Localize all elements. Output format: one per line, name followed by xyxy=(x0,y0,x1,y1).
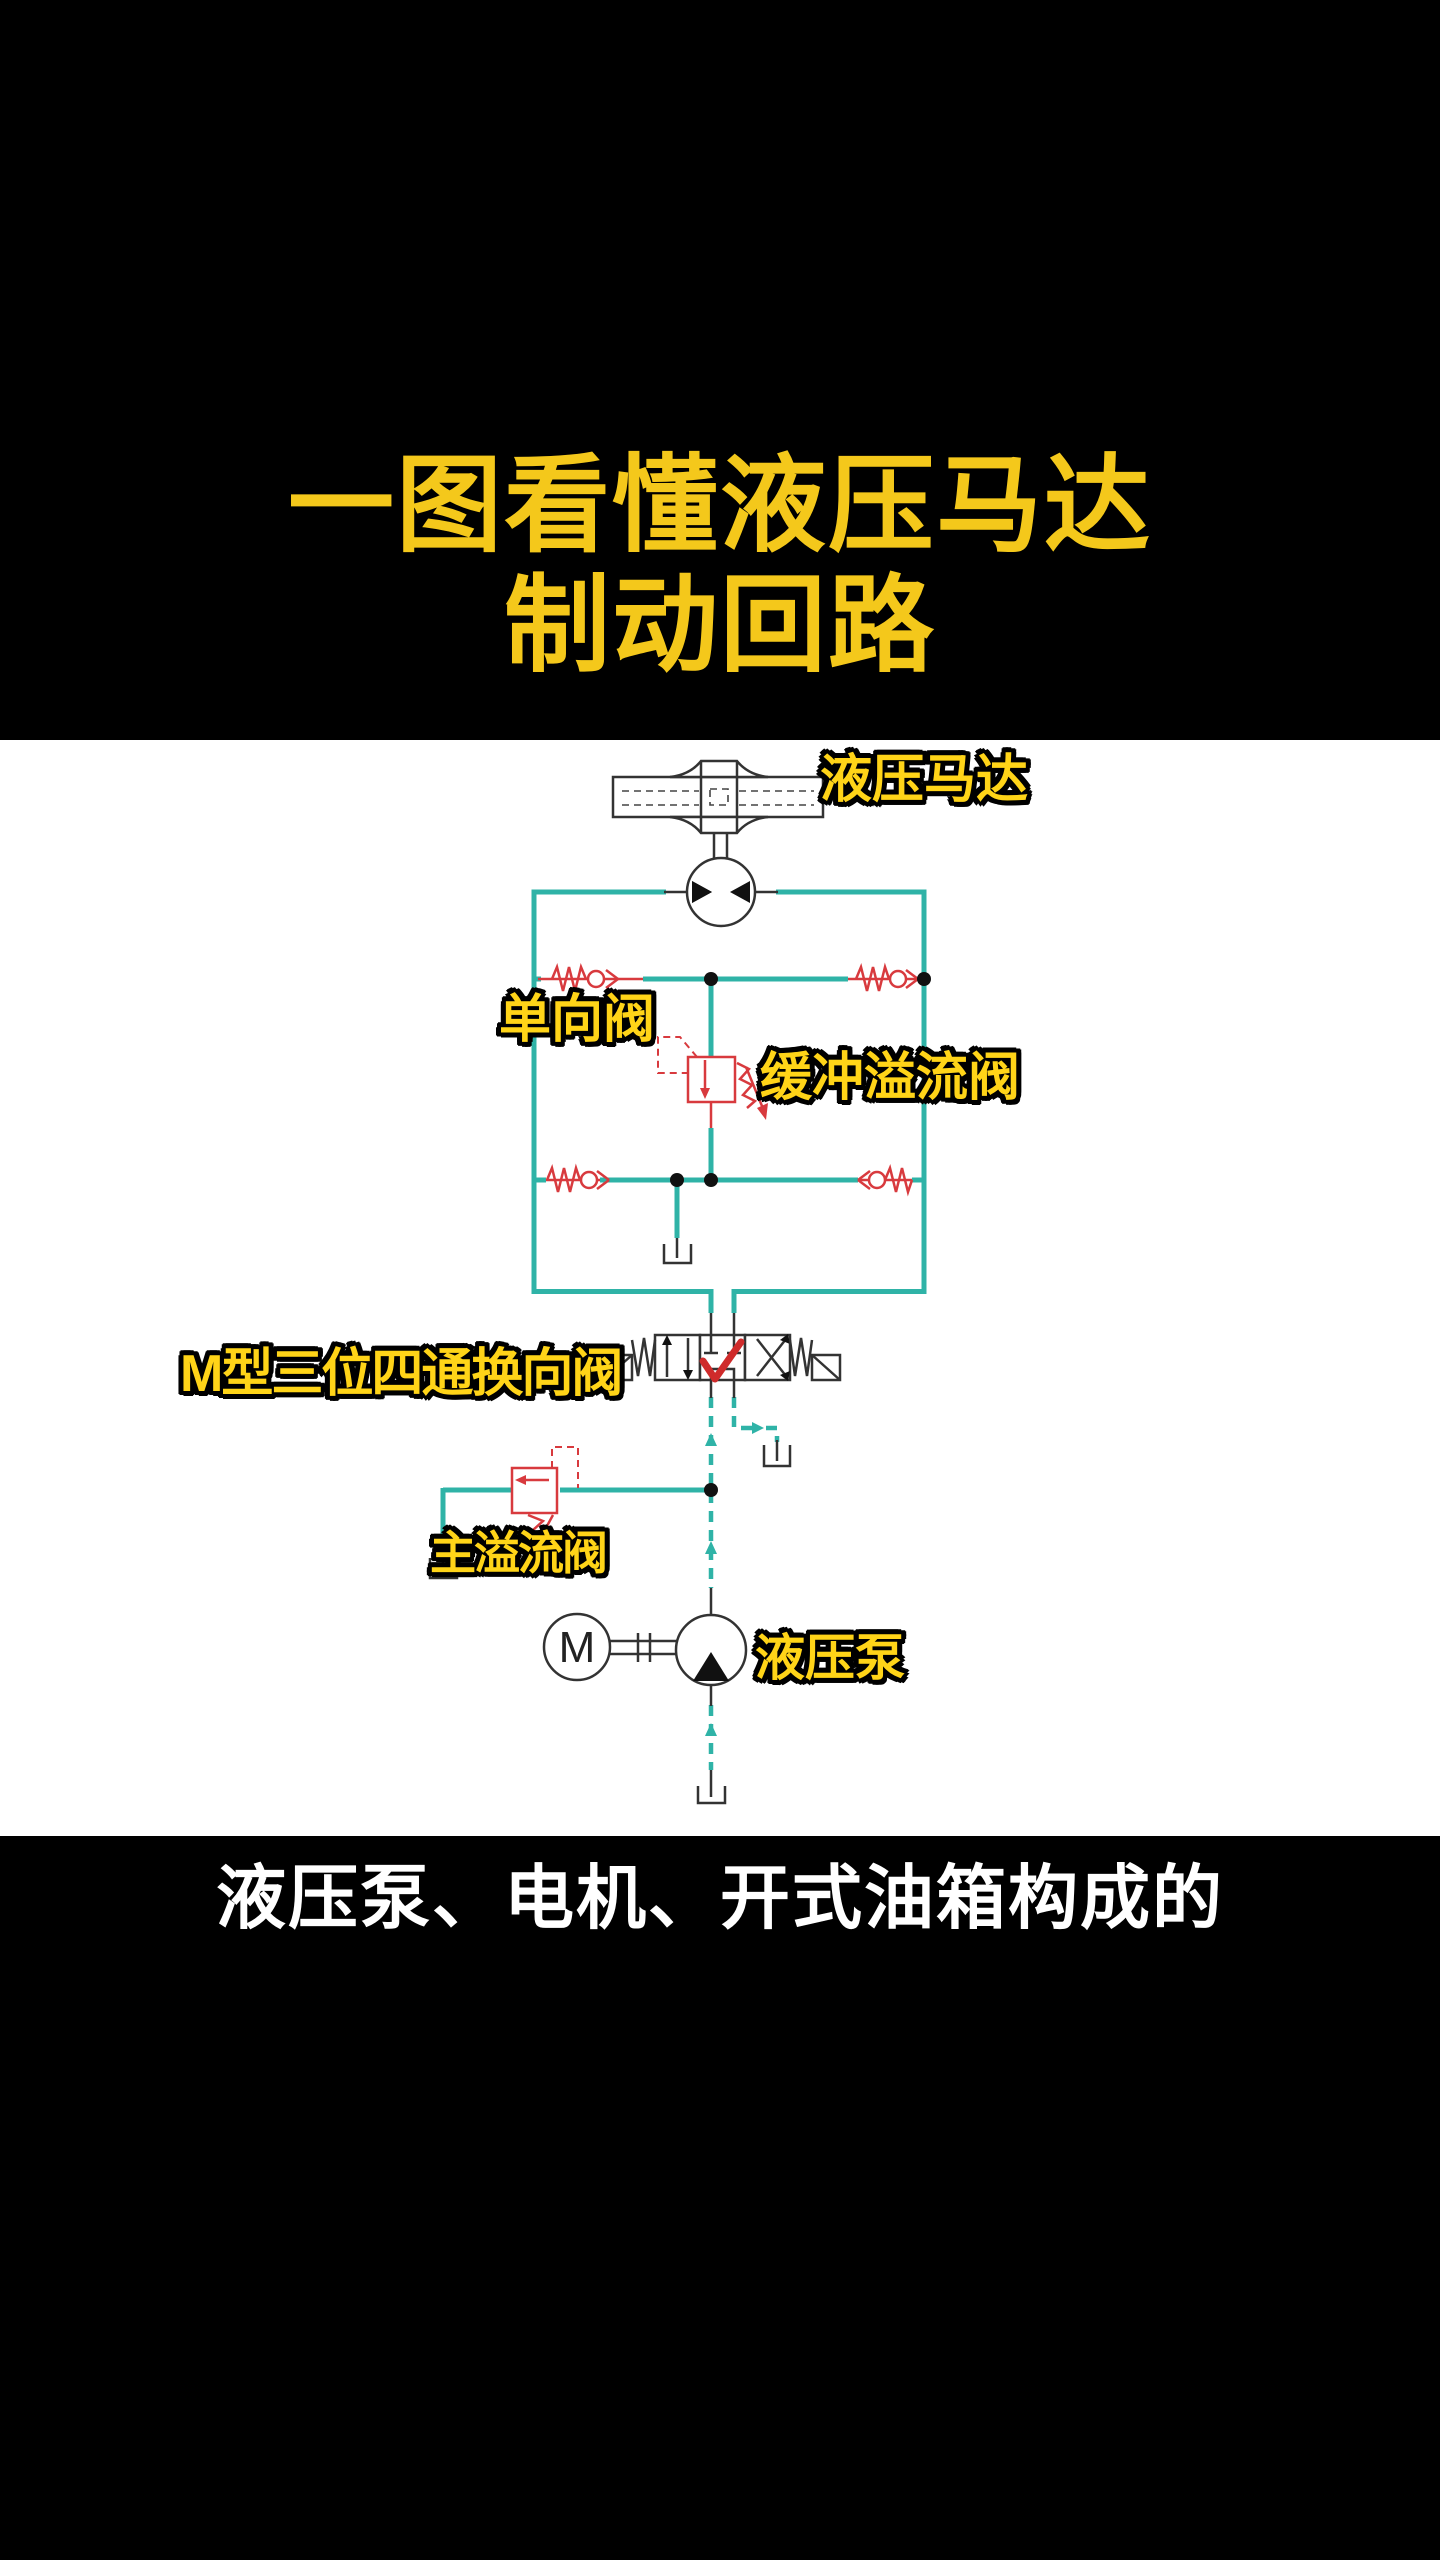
hydraulic-motor-symbol xyxy=(664,856,778,1643)
subtitle-caption: 液压泵、电机、开式油箱构成的 xyxy=(216,1859,1224,1937)
video-title: 一图看懂液压马达 制动回路 xyxy=(0,446,1440,686)
label-buffer-relief-valve: 缓冲溢流阀 xyxy=(760,1049,1021,1107)
flow-arrow-up-icon xyxy=(705,1723,717,1736)
check-valve-bottom-left xyxy=(545,1163,610,1193)
label-hydraulic-pump: 液压泵 xyxy=(755,1630,905,1686)
flow-arrow-up-icon xyxy=(705,1433,717,1446)
tank-icon-valve-return xyxy=(762,1440,792,1468)
schematic-panel: M 液压马达 xyxy=(0,740,1440,1836)
title-line-1: 一图看懂液压马达 xyxy=(288,447,1152,565)
flow-arrow-up-icon xyxy=(705,1541,717,1554)
checkmark-icon xyxy=(699,1338,745,1383)
label-main-relief-valve: 主溢流阀 xyxy=(430,1527,608,1579)
motor-letter: M xyxy=(559,1623,596,1672)
tank-icon-center xyxy=(662,1238,693,1265)
electric-motor-symbol: M xyxy=(542,1612,612,1682)
buffer-relief-valve-symbol xyxy=(657,1036,768,1128)
pump-triangle-icon xyxy=(693,1652,729,1681)
m-type-directional-valve-symbol xyxy=(602,1313,842,1398)
hydraulic-circuit-diagram: M xyxy=(428,759,931,1805)
shaft-coupling xyxy=(610,1633,677,1662)
load-symbol xyxy=(611,759,825,835)
check-valve-top-left xyxy=(538,963,643,992)
title-line-2: 制动回路 xyxy=(504,567,936,685)
tank-icon-main-relief xyxy=(428,1546,459,1580)
junction-dots xyxy=(670,972,931,1497)
motor-shaft xyxy=(712,833,729,859)
flow-arrow-right-icon xyxy=(752,1422,764,1434)
label-hydraulic-motor: 液压马达 xyxy=(820,751,1029,809)
check-valve-bottom-right xyxy=(857,1164,914,1197)
check-valve-top-right xyxy=(848,962,922,992)
main-relief-valve-symbol xyxy=(510,1446,579,1556)
hydraulic-pump-symbol xyxy=(674,1588,748,1706)
label-check-valve: 单向阀 xyxy=(499,991,656,1049)
circuit-lines xyxy=(440,889,927,1770)
tank-icon-suction xyxy=(696,1770,727,1805)
label-directional-valve: M型三位四通换向阀 xyxy=(180,1345,623,1403)
